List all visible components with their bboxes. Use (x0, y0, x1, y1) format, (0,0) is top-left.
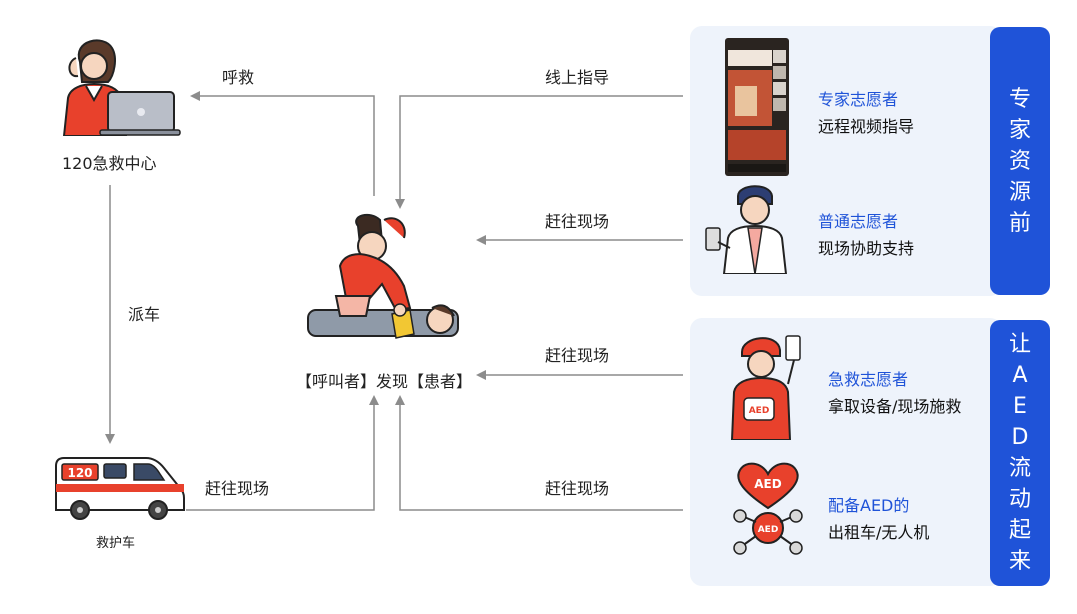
ambulance-plate: 120 (67, 466, 92, 480)
rush-arrow-3 (395, 395, 683, 511)
scene-caption: 【呼叫者】发现【患者】 (296, 372, 473, 391)
tab2-char-5: 流 (1008, 456, 1031, 481)
aed-drone-illustration: AED AED (733, 462, 803, 555)
tab2-char-7: 起 (1008, 518, 1031, 543)
aed-heart-text: AED (754, 477, 781, 491)
rush-label-2: 赶往现场 (545, 346, 610, 365)
ambulance-rush-arrow (186, 395, 379, 511)
regular-volunteer-title: 普通志愿者 (818, 212, 899, 231)
ambulance-rush-label: 赶往现场 (205, 479, 270, 498)
aed-vehicle-title: 配备AED的 (828, 496, 910, 515)
dispatch-label: 派车 (128, 305, 161, 324)
dispatcher-illustration (62, 39, 181, 136)
tab1-char-1: 专 (1008, 86, 1031, 112)
expert-volunteer-title: 专家志愿者 (818, 90, 899, 109)
first-aid-volunteer-illustration: AED (730, 335, 801, 440)
tab1-char-4: 源 (1008, 179, 1031, 205)
tab2-char-3: E (1013, 394, 1027, 419)
aed-panel (690, 318, 1002, 586)
aed-vehicle-desc: 出租车/无人机 (828, 523, 930, 542)
call-label: 呼救 (222, 68, 255, 87)
first-aid-kit-aed: AED (749, 406, 770, 416)
tab1-char-2: 家 (1008, 117, 1031, 143)
center-name: 120急救中心 (62, 154, 157, 173)
online-guidance-label: 线上指导 (545, 68, 610, 87)
rush-label-1: 赶往现场 (545, 212, 610, 231)
first-aid-volunteer-title: 急救志愿者 (828, 370, 909, 389)
aed-mobile-tab: 让 A E D 流 动 起 来 (990, 320, 1050, 586)
online-guidance-arrow (395, 95, 683, 209)
cpr-scene-illustration (307, 213, 459, 339)
tab2-char-4: D (1011, 425, 1029, 450)
expert-resources-tab: 专 家 资 源 前 (990, 27, 1050, 295)
aed-drone-text: AED (758, 525, 779, 535)
call-arrow (190, 91, 375, 196)
video-call-screenshot (725, 38, 789, 176)
tab2-char-8: 来 (1008, 549, 1031, 574)
doctor-volunteer-illustration (705, 185, 788, 274)
regular-volunteer-desc: 现场协助支持 (818, 239, 915, 258)
tab1-char-5: 前 (1008, 210, 1031, 236)
expert-volunteer-desc: 远程视频指导 (818, 117, 915, 136)
tab2-char-1: 让 (1008, 332, 1031, 357)
tab2-char-2: A (1012, 363, 1028, 388)
first-aid-volunteer-desc: 拿取设备/现场施救 (828, 397, 962, 416)
ambulance-name: 救护车 (96, 536, 136, 551)
rush-label-3: 赶往现场 (545, 479, 610, 498)
ambulance-illustration: 120 (55, 457, 185, 520)
tab2-char-6: 动 (1008, 487, 1031, 512)
tab1-char-3: 资 (1008, 148, 1031, 174)
